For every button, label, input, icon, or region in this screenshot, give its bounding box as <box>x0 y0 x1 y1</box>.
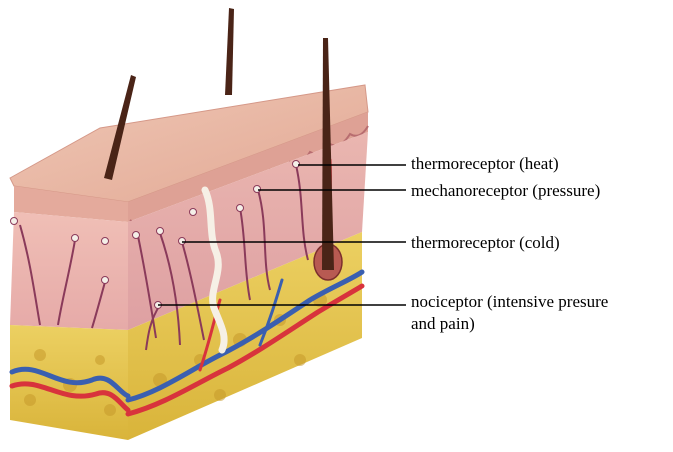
label-thermoreceptor-cold: thermoreceptor (cold) <box>411 232 560 254</box>
label-nociceptor: nociceptor (intensive presure and pain) <box>411 291 608 335</box>
label-nociceptor-line1: nociceptor (intensive presure <box>411 291 608 313</box>
label-mechanoreceptor-pressure: mechanoreceptor (pressure) <box>411 180 600 202</box>
label-nociceptor-line2: and pain) <box>411 313 608 335</box>
label-thermoreceptor-heat: thermoreceptor (heat) <box>411 153 559 175</box>
